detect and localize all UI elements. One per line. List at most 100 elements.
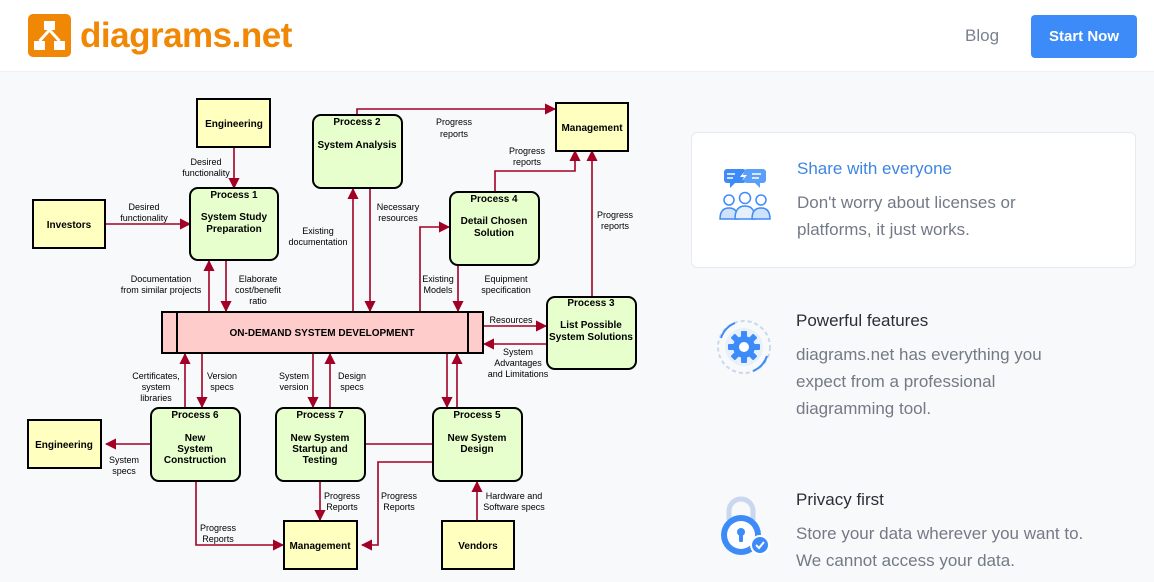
p3-title: Process 3 [567, 298, 615, 309]
label-progress-p4: Progress [509, 146, 546, 156]
label-desired-func-left-2: functionality [120, 213, 168, 223]
p4-line2: Solution [474, 228, 514, 239]
label-existing-doc: Existing [302, 226, 334, 236]
feature-desc-privacy-line2: We cannot access your data. [796, 551, 1015, 570]
p7-line2: Startup and [292, 444, 348, 455]
feature-title-privacy: Privacy first [796, 490, 884, 509]
label-necessary-res: Necessary [377, 202, 420, 212]
p6-line2: System [177, 444, 213, 455]
label-necessary-res-2: resources [378, 213, 418, 223]
logo-icon [28, 14, 71, 57]
label-equipment-2: specification [481, 285, 531, 295]
label-progress-p7-2: Reports [326, 502, 358, 512]
feature-desc-powerful-line1: diagrams.net has everything you [796, 345, 1042, 364]
p7-title: Process 7 [296, 410, 344, 421]
logo-text: diagrams.net [80, 16, 292, 55]
label-system-version: System [279, 371, 309, 381]
feature-privacy: Privacy first Store your data wherever y… [691, 480, 1136, 582]
share-people-icon [719, 169, 771, 220]
top-header: diagrams.net Blog Start Now [0, 0, 1154, 72]
gear-icon [717, 320, 771, 374]
node-central[interactable] [161, 311, 484, 354]
label-doc-similar-2: from similar projects [121, 285, 202, 295]
label-elaborate-3: ratio [249, 296, 267, 306]
node-process-5[interactable] [432, 407, 523, 482]
example-diagram: Engineering Management Investors Process… [0, 72, 680, 582]
label-sys-adv-3: and Limitations [488, 369, 549, 379]
p1-line1: System Study [201, 212, 268, 223]
node-vendors[interactable] [441, 520, 515, 570]
label-progress-p6: Progress [200, 523, 237, 533]
feature-card-share: Share with everyone Don't worry about li… [691, 132, 1136, 268]
label-progress-p5: Progress [381, 491, 418, 501]
diagram-edge-labels: Desired functionality Desired functional… [109, 117, 634, 544]
nav-blog-link[interactable]: Blog [965, 26, 1000, 45]
label-certificates: Certificates, [132, 371, 180, 381]
diagram-edges [104, 103, 598, 551]
node-process-2[interactable] [312, 114, 403, 189]
label-progress-p6-2: Reports [202, 534, 234, 544]
label-sys-adv: System [503, 347, 533, 357]
p2-line1: System Analysis [317, 140, 397, 151]
label-design-specs: Design [338, 371, 366, 381]
node-management-bottom[interactable] [283, 520, 358, 570]
label-elaborate: Elaborate [239, 274, 278, 284]
label-resources: Resources [489, 315, 533, 325]
node-investors[interactable] [32, 199, 106, 249]
node-process-6[interactable] [150, 407, 241, 482]
label-doc-similar: Documentation [131, 274, 192, 284]
feature-desc-powerful-line3: diagramming tool. [796, 399, 932, 418]
label-system-version-2: version [279, 382, 308, 392]
label-progress-p4-2: reports [513, 157, 542, 167]
label-desired-func-left: Desired [128, 202, 159, 212]
diagram-canvas: Engineering Management Investors Process… [27, 98, 637, 570]
label-design-specs-2: specs [340, 382, 364, 392]
node-engineering-bottom[interactable] [27, 419, 102, 469]
logo[interactable]: diagrams.net [28, 14, 292, 57]
node-process-1[interactable] [189, 187, 279, 261]
feature-powerful: Powerful features diagrams.net has every… [691, 300, 1136, 440]
label-existing-models: Existing [422, 274, 454, 284]
label-system-specs: System [109, 455, 139, 465]
label-certificates-3: libraries [140, 393, 172, 403]
label-progress-p3: Progress [597, 210, 634, 220]
feature-title-share[interactable]: Share with everyone [797, 159, 952, 178]
node-management-bottom-label: Management [289, 541, 351, 552]
start-now-button[interactable]: Start Now [1031, 15, 1137, 58]
feature-title-powerful: Powerful features [796, 311, 929, 330]
node-process-3[interactable] [546, 296, 637, 370]
label-system-specs-2: specs [112, 466, 136, 476]
label-elaborate-2: cost/benefit [235, 285, 282, 295]
label-progress-p3-2: reports [601, 221, 630, 231]
node-process-7[interactable] [275, 407, 366, 482]
p1-line2: Preparation [206, 224, 262, 235]
p5-title: Process 5 [453, 410, 501, 421]
label-certificates-2: system [142, 382, 171, 392]
label-version-specs: Version [207, 371, 237, 381]
label-sys-adv-2: Advantages [494, 358, 542, 368]
diagram-nodes: Engineering Management Investors Process… [27, 98, 637, 570]
lock-icon [721, 496, 770, 555]
label-hardware-2: Software specs [483, 502, 545, 512]
p6-line3: Construction [164, 455, 226, 466]
feature-desc-privacy-line1: Store your data wherever you want to. [796, 524, 1084, 543]
node-engineering-top-label: Engineering [205, 119, 263, 130]
p2-title: Process 2 [333, 117, 381, 128]
node-investors-label: Investors [47, 220, 92, 231]
p5-line1: New System [448, 433, 507, 444]
p6-line1: New [185, 433, 206, 444]
label-progress-p7: Progress [324, 491, 361, 501]
label-desired-func-top-2: functionality [182, 168, 230, 178]
node-process-4[interactable] [449, 191, 540, 266]
p4-title: Process 4 [470, 194, 518, 205]
p7-line1: New System [291, 433, 350, 444]
central-label: ON-DEMAND SYSTEM DEVELOPMENT [229, 328, 414, 339]
node-engineering-bottom-label: Engineering [35, 440, 93, 451]
label-equipment: Equipment [484, 274, 528, 284]
node-engineering-top[interactable] [196, 98, 271, 148]
node-management-top[interactable] [555, 102, 629, 152]
feature-desc-share-line2: platforms, it just works. [797, 220, 970, 239]
label-desired-func-top: Desired [190, 157, 221, 167]
label-progress-top: Progress [436, 117, 473, 127]
label-progress-p5-2: Reports [383, 502, 415, 512]
